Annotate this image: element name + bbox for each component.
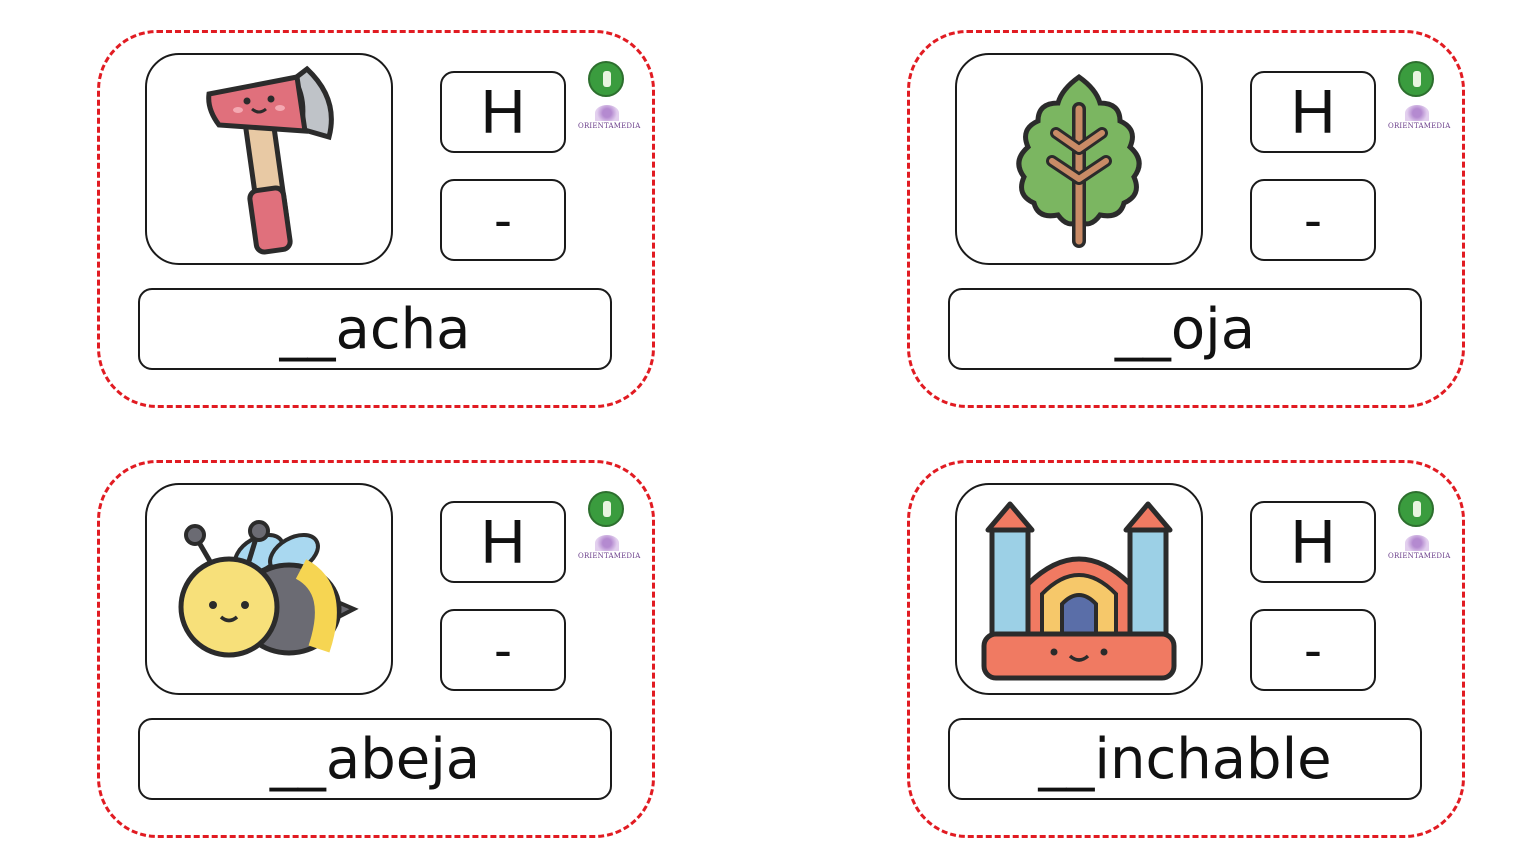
orientamedia-logo: ORIENTAMEDIA: [578, 535, 640, 560]
logos: ORIENTAMEDIA: [578, 487, 646, 567]
aula-logo-icon: [1398, 491, 1434, 527]
word-field[interactable]: __acha: [138, 288, 612, 370]
picture-frame: [955, 53, 1203, 265]
option-dash-button[interactable]: -: [440, 179, 566, 261]
leaf-icon: [1016, 73, 1142, 248]
axe-icon: [206, 65, 334, 255]
aula-logo-icon: [588, 61, 624, 97]
word-field[interactable]: __oja: [948, 288, 1422, 370]
card-axe: H - ORIENTAMEDIA __acha: [97, 30, 655, 408]
aula-logo-icon: [1398, 61, 1434, 97]
logos: ORIENTAMEDIA: [1388, 57, 1456, 137]
option-dash-button[interactable]: -: [440, 609, 566, 691]
bouncy-castle-icon: [981, 501, 1177, 681]
word-field[interactable]: __abeja: [138, 718, 612, 800]
bee-icon: [178, 520, 359, 658]
orientamedia-logo: ORIENTAMEDIA: [1388, 105, 1450, 130]
option-h-button[interactable]: H: [1250, 71, 1376, 153]
option-dash-button[interactable]: -: [1250, 179, 1376, 261]
aula-logo-icon: [588, 491, 624, 527]
picture-frame: [955, 483, 1203, 695]
picture-frame: [145, 53, 393, 265]
card-leaf: H - ORIENTAMEDIA __oja: [907, 30, 1465, 408]
word-field[interactable]: __inchable: [948, 718, 1422, 800]
option-h-button[interactable]: H: [440, 501, 566, 583]
option-h-button[interactable]: H: [440, 71, 566, 153]
logos: ORIENTAMEDIA: [1388, 487, 1456, 567]
picture-frame: [145, 483, 393, 695]
logos: ORIENTAMEDIA: [578, 57, 646, 137]
orientamedia-logo: ORIENTAMEDIA: [578, 105, 640, 130]
card-bee: H - ORIENTAMEDIA __abeja: [97, 460, 655, 838]
orientamedia-logo: ORIENTAMEDIA: [1388, 535, 1450, 560]
option-h-button[interactable]: H: [1250, 501, 1376, 583]
card-bouncy-castle: H - ORIENTAMEDIA __inchable: [907, 460, 1465, 838]
option-dash-button[interactable]: -: [1250, 609, 1376, 691]
